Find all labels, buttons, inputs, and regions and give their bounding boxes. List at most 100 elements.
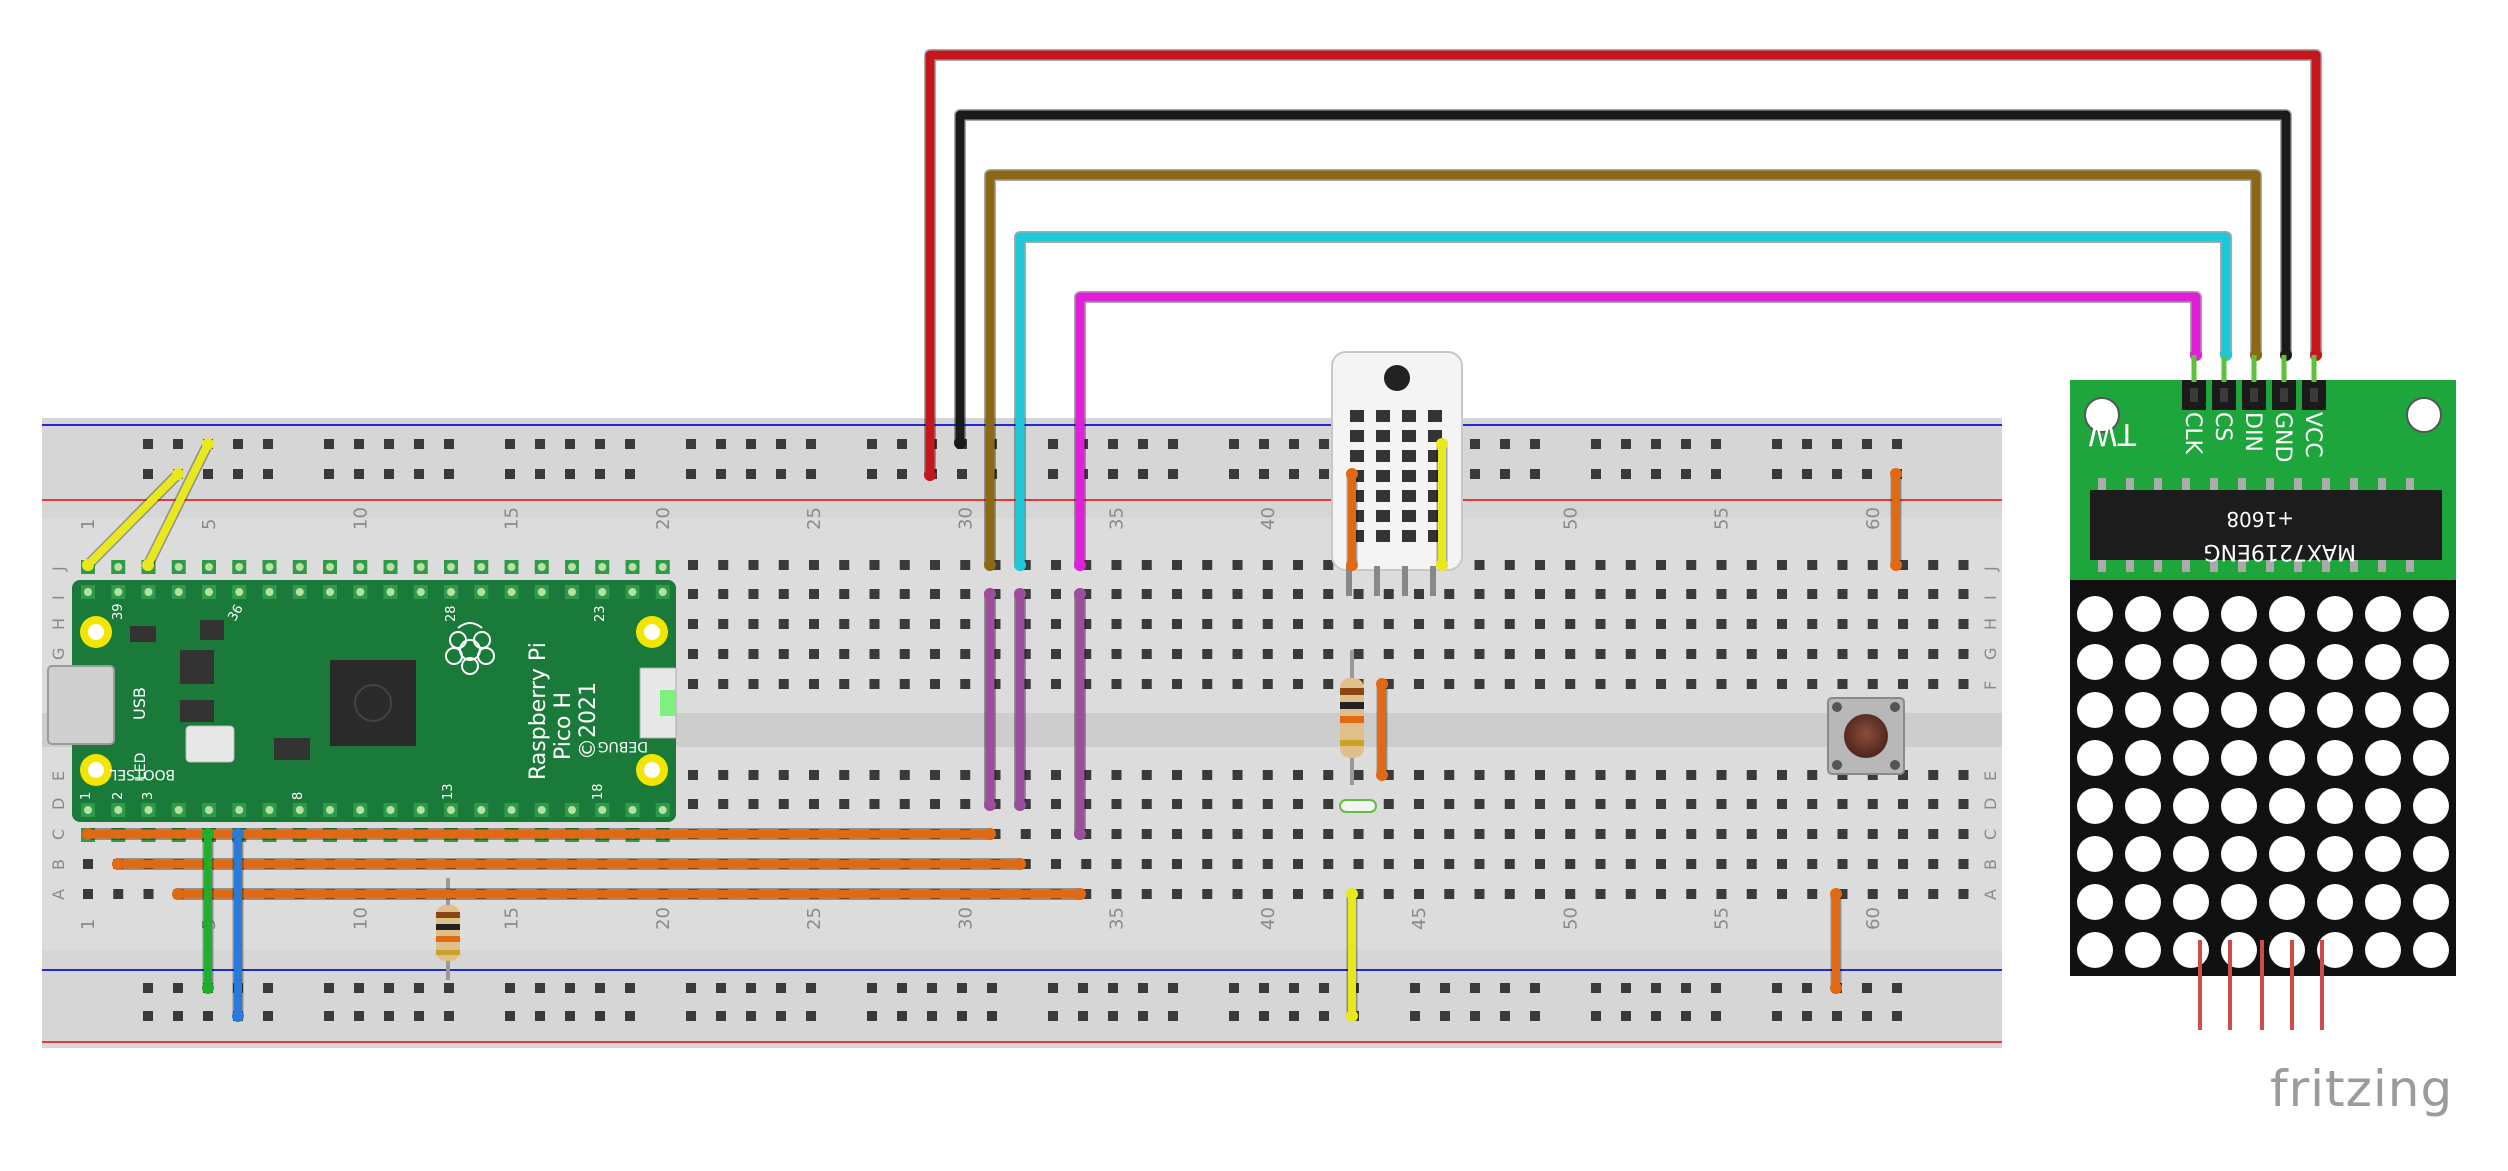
matrix-led	[2317, 692, 2353, 728]
breadboard-hole	[1444, 619, 1455, 629]
pin-number-36: 36	[225, 602, 246, 624]
breadboard-hole	[899, 799, 910, 809]
rail-hole	[716, 439, 726, 449]
breadboard-hole	[1414, 889, 1424, 899]
micro-usb-port	[47, 665, 115, 745]
rail-hole	[263, 439, 273, 449]
bootsel-label: BOOTSEL	[109, 766, 175, 782]
pico-pin-hole	[205, 806, 213, 814]
rail-hole	[354, 439, 364, 449]
breadboard-hole	[1898, 799, 1908, 809]
rail-hole	[625, 983, 635, 993]
matrix-led	[2269, 932, 2305, 968]
breadboard-hole	[1777, 889, 1787, 899]
rail-hole	[565, 983, 575, 993]
wire-purple-1-end	[984, 799, 996, 811]
breadboard-hole	[718, 619, 729, 629]
breadboard-hole	[1051, 649, 1061, 659]
breadboard-hole	[1202, 770, 1213, 780]
rail-hole	[897, 1011, 907, 1021]
wire-yellow-bottom-end	[1346, 888, 1358, 900]
breadboard-hole	[1625, 649, 1636, 659]
breadboard-hole	[1353, 829, 1364, 839]
breadboard-hole	[1202, 889, 1213, 899]
breadboard-hole	[1898, 560, 1908, 570]
breadboard-hole	[1383, 589, 1394, 599]
rail-hole	[746, 983, 756, 993]
pico-pin-hole	[628, 588, 637, 596]
breadboard-hole	[1141, 619, 1152, 629]
breadboard-hole	[748, 619, 759, 629]
breadboard-hole	[1565, 889, 1576, 899]
breadboard-hole	[1504, 829, 1515, 839]
row-label: E	[49, 771, 68, 781]
breadboard-hole	[1595, 859, 1606, 869]
breadboard-hole	[1535, 649, 1545, 659]
breadboard-hole	[1686, 619, 1697, 629]
breadboard-hole	[1565, 770, 1576, 780]
breadboard-hole	[1081, 589, 1092, 599]
matrix-led	[2173, 884, 2209, 920]
header-pin-slot	[2310, 388, 2318, 402]
matrix-led	[2269, 644, 2305, 680]
breadboard-hole	[1474, 859, 1485, 869]
breadboard-hole	[1141, 679, 1152, 689]
wire-orange-3-end	[1074, 888, 1086, 900]
breadboard-hole	[778, 770, 789, 780]
matrix-led	[2221, 932, 2257, 968]
header-pin-slot	[2280, 388, 2288, 402]
breadboard-hole	[1625, 829, 1636, 839]
row-label: A	[1981, 889, 2000, 900]
wire-orange-1-end	[984, 828, 996, 840]
breadboard-hole	[778, 649, 789, 659]
breadboard-hole	[1323, 589, 1334, 599]
rail-hole	[1229, 439, 1239, 449]
pico-pin-hole	[265, 806, 274, 814]
breadboard-hole	[1716, 679, 1727, 689]
breadboard-hole	[960, 799, 971, 809]
breadboard-hole	[1867, 679, 1878, 689]
rail-hole	[414, 983, 424, 993]
row-label: D	[49, 798, 68, 810]
breadboard-hole	[1656, 799, 1666, 809]
breadboard-hole	[1807, 589, 1818, 599]
matrix-led	[2125, 836, 2161, 872]
breadboard-hole	[1262, 770, 1273, 780]
rail-hole	[384, 469, 394, 479]
breadboard-hole	[1081, 770, 1092, 780]
rail-hole	[414, 439, 424, 449]
breadboard-hole	[1232, 889, 1243, 899]
bootsel-button[interactable]	[185, 725, 235, 763]
breadboard-hole	[1111, 889, 1122, 899]
breadboard-hole	[1353, 859, 1364, 869]
breadboard-hole	[1141, 889, 1152, 899]
breadboard-hole	[718, 770, 729, 780]
wire-gnd	[955, 110, 2291, 448]
breadboard-hole	[1746, 829, 1757, 839]
rail-hole	[1802, 983, 1812, 993]
pico-pin-hole	[477, 806, 486, 814]
breadboard-hole	[1807, 799, 1818, 809]
rail-hole	[927, 983, 937, 993]
header-pin-slot	[2250, 388, 2258, 402]
breadboard-hole	[1958, 829, 1969, 839]
chip-leg	[2098, 478, 2106, 490]
breadboard-hole	[1383, 649, 1394, 659]
row-label: F	[1981, 681, 2000, 690]
pico-pin-hole	[507, 806, 516, 814]
matrix-led	[2077, 692, 2113, 728]
matrix-led	[2269, 692, 2305, 728]
push-button[interactable]	[1827, 697, 1905, 775]
breadboard-hole	[718, 679, 729, 689]
breadboard-hole	[1232, 679, 1243, 689]
breadboard-hole	[83, 859, 93, 869]
breadboard-hole	[1958, 770, 1969, 780]
rail-hole	[354, 983, 364, 993]
breadboard-hole	[1232, 589, 1243, 599]
rail-hole	[1108, 469, 1118, 479]
sensor-mount-hole	[1384, 365, 1410, 391]
breadboard-hole	[1141, 649, 1152, 659]
